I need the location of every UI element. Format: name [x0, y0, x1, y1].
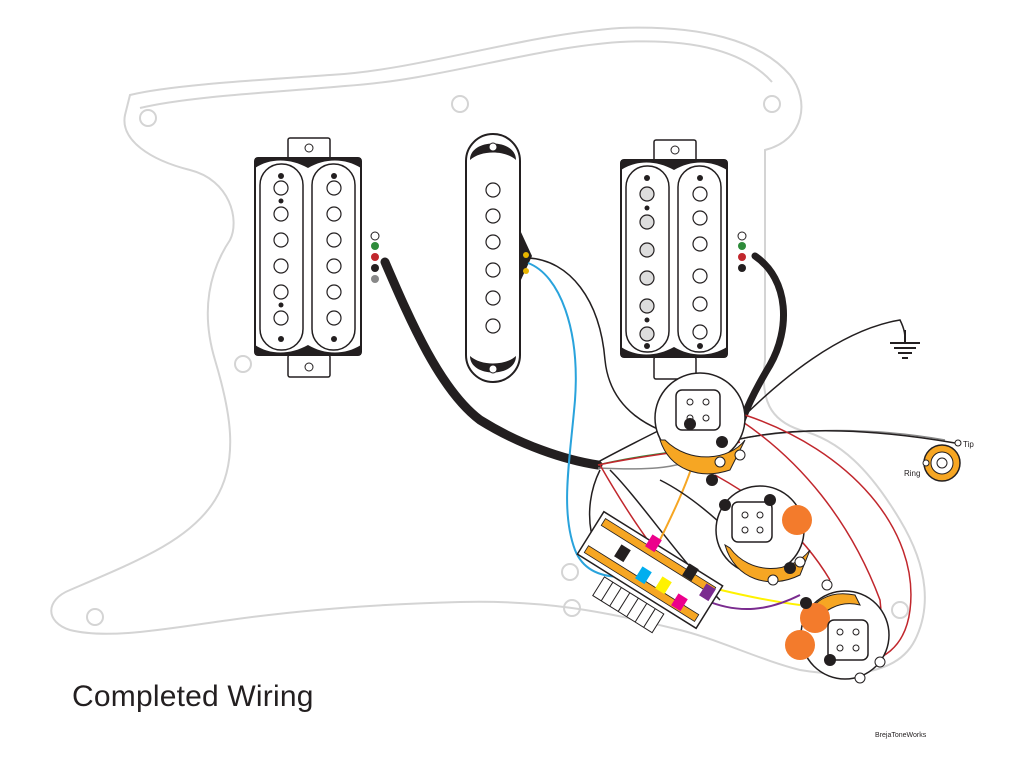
neck-cable [380, 257, 603, 470]
screw-hole [451, 95, 469, 113]
blue-wire [527, 262, 641, 578]
bridge-humbucker [620, 139, 747, 380]
middle-single-coil [465, 133, 532, 383]
screw-hole [234, 355, 252, 373]
volume-pot [654, 372, 746, 486]
pickguard-inner-outline [139, 40, 773, 109]
screw-hole [891, 601, 909, 619]
ground-symbol [890, 330, 920, 359]
pickguard-outline [50, 26, 926, 675]
screw-hole [561, 563, 579, 581]
screw-holes [86, 95, 909, 626]
diagram-title: Completed Wiring [72, 680, 314, 713]
jack-ring-label: Ring [904, 469, 920, 478]
pickguard [50, 26, 926, 675]
jack-tip-label: Tip [963, 440, 974, 449]
five-way-switch [576, 510, 724, 634]
screw-hole [86, 608, 104, 626]
screw-hole [563, 599, 581, 617]
credit-text: BrejaToneWorks [875, 732, 927, 739]
neck-humbucker [254, 137, 380, 378]
tone-pot-1 [715, 485, 812, 586]
tone-pot-2 [785, 579, 890, 684]
output-jack: Tip Ring [904, 439, 974, 482]
screw-hole [763, 95, 781, 113]
screw-hole [139, 109, 157, 127]
